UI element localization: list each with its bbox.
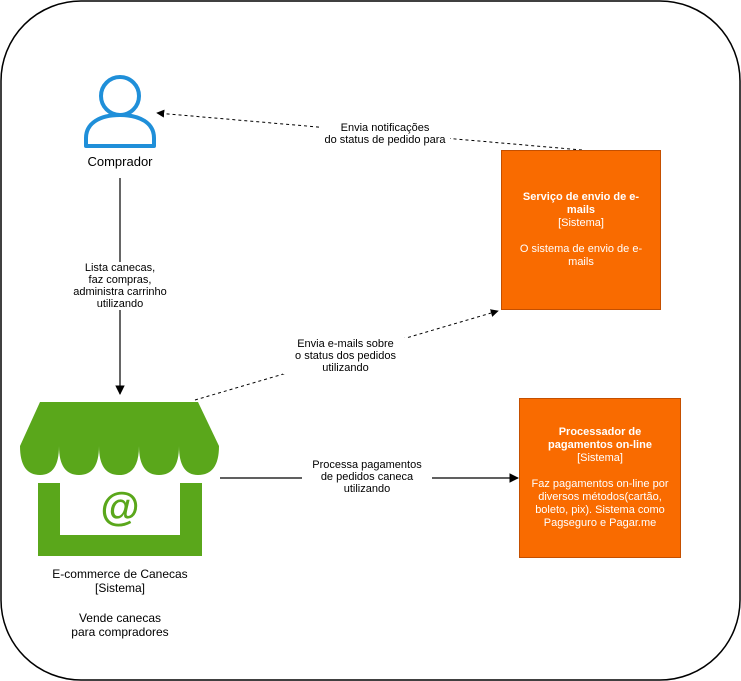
edge-label-ecommerce-to-email: Envia e-mails sobre o status dos pedidos…	[283, 338, 408, 374]
edge-label-ecommerce-to-payment: Processa pagamentos de pedidos caneca ut…	[302, 459, 432, 495]
email-service-type: [Sistema]	[558, 217, 604, 229]
edge-email-to-comprador	[156, 109, 583, 151]
email-service-box: Serviço de envio de e-mails [Sistema] O …	[501, 150, 661, 310]
at-symbol-icon: @	[100, 485, 139, 529]
ecommerce-name: E-commerce de Canecas	[52, 567, 188, 581]
storefront-icon	[20, 402, 219, 556]
edge-label-email-to-comprador: Envia notificações do status de pedido p…	[320, 122, 450, 146]
ecommerce-description: Vende canecas para compradores	[71, 611, 169, 639]
ecommerce-type: [Sistema]	[94, 581, 145, 595]
payment-processor-title: Processador de pagamentos on-line	[548, 426, 652, 451]
payment-processor-type: [Sistema]	[577, 452, 623, 464]
payment-processor-box: Processador de pagamentos on-line [Siste…	[519, 398, 681, 558]
person-icon	[84, 75, 156, 148]
payment-processor-description: Faz pagamentos on-line por diversos méto…	[531, 478, 669, 529]
edge-label-comprador-to-ecommerce: Lista canecas, faz compras, administra c…	[65, 262, 175, 310]
email-service-title: Serviço de envio de e-mails	[522, 191, 640, 216]
email-service-description: O sistema de envio de e- mails	[519, 243, 643, 268]
comprador-label: Comprador	[87, 154, 153, 169]
